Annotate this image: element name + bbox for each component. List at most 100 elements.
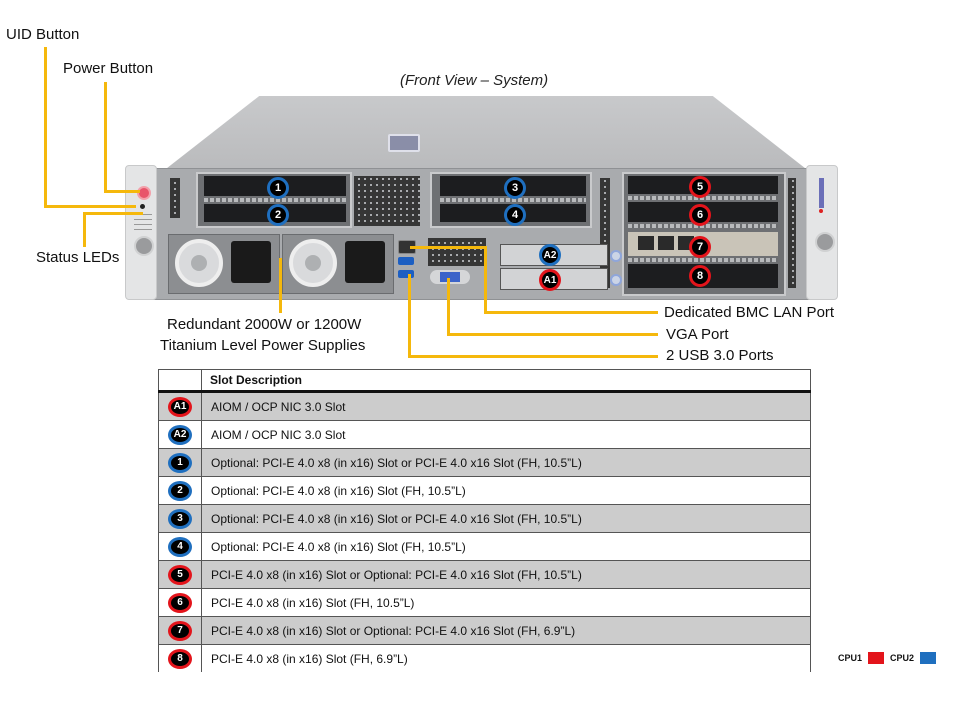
slot-badge-a1: A1 [168, 396, 192, 417]
slot-7-badge: 7 [689, 236, 711, 258]
bmc-callout-line [410, 246, 485, 249]
vent-grille [428, 238, 486, 266]
uid-button-label: UID Button [6, 26, 80, 43]
slot-4-badge: 4 [504, 204, 526, 226]
table-cell-description: AIOM / OCP NIC 3.0 Slot [201, 420, 811, 449]
power-supply-1 [168, 234, 280, 294]
table-cell-description: PCI-E 4.0 x8 (in x16) Slot or Optional: … [201, 560, 811, 589]
power-callout-line [104, 82, 107, 192]
power-callout-line [104, 190, 140, 193]
vga-port-label: VGA Port [666, 326, 729, 343]
table-row: 1 Optional: PCI-E 4.0 x8 (in x16) Slot o… [158, 448, 811, 477]
table-row: 6 PCI-E 4.0 x8 (in x16) Slot (FH, 10.5”L… [158, 588, 811, 617]
table-cell-badge: 4 [158, 532, 202, 561]
rj45-port [638, 236, 654, 250]
status-leds-label: Status LEDs [36, 249, 120, 266]
uid-callout-line [44, 205, 136, 208]
usb-port-1[interactable] [398, 257, 414, 265]
table-cell-description: PCI-E 4.0 x8 (in x16) Slot or Optional: … [201, 616, 811, 645]
psu-label-line2: Titanium Level Power Supplies [160, 337, 366, 354]
slot-description-table: Slot Description A1 AIOM / OCP NIC 3.0 S… [158, 369, 811, 672]
cover-latch [388, 134, 420, 152]
table-header-description: Slot Description [201, 369, 811, 393]
table-row: 7 PCI-E 4.0 x8 (in x16) Slot or Optional… [158, 616, 811, 645]
legend-cpu2-swatch [920, 652, 937, 664]
table-cell-badge: 7 [158, 616, 202, 645]
slot-bar [204, 198, 346, 202]
vent-grille [788, 178, 796, 288]
slot-bar [628, 258, 778, 262]
legend-cpu1-label: CPU1 [838, 653, 863, 663]
slot-6-badge: 6 [689, 204, 711, 226]
legend-cpu1-swatch [868, 652, 885, 664]
lock-icon [815, 232, 835, 252]
slot-badge-a2: A2 [168, 424, 192, 445]
bmc-callout-line [484, 246, 487, 313]
fan-icon [175, 239, 223, 287]
vga-port[interactable] [440, 272, 460, 282]
table-cell-badge: 1 [158, 448, 202, 477]
table-cell-badge: A2 [158, 420, 202, 449]
slot-badge-1: 1 [168, 452, 192, 473]
fan-icon [289, 239, 337, 287]
table-row: A1 AIOM / OCP NIC 3.0 Slot [158, 391, 811, 421]
table-header-icon-col [158, 369, 202, 393]
usb-port-2[interactable] [398, 270, 414, 278]
table-header-row: Slot Description [158, 369, 811, 393]
usb-ports-label: 2 USB 3.0 Ports [666, 347, 774, 364]
slot-bar [628, 196, 778, 200]
lock-icon [134, 236, 154, 256]
screw-icon [610, 250, 622, 262]
table-row: 8 PCI-E 4.0 x8 (in x16) Slot (FH, 6.9”L) [158, 644, 811, 672]
slot-badge-2: 2 [168, 480, 192, 501]
table-row: 3 Optional: PCI-E 4.0 x8 (in x16) Slot o… [158, 504, 811, 533]
power-supply-2 [282, 234, 394, 294]
status-leds-callout-line [83, 212, 86, 247]
rj45-port [658, 236, 674, 250]
table-cell-description: Optional: PCI-E 4.0 x8 (in x16) Slot (FH… [201, 532, 811, 561]
usb-callout-line [408, 274, 411, 357]
uid-button[interactable] [140, 204, 145, 209]
brand-dot [819, 209, 823, 213]
status-leds [134, 214, 152, 230]
table-cell-description: Optional: PCI-E 4.0 x8 (in x16) Slot or … [201, 504, 811, 533]
table-cell-badge: A1 [158, 391, 202, 421]
left-rack-ear [125, 165, 157, 300]
slot-1-badge: 1 [267, 177, 289, 199]
table-cell-description: PCI-E 4.0 x8 (in x16) Slot (FH, 6.9”L) [201, 644, 811, 672]
vent-grille [170, 178, 180, 218]
bmc-lan-label: Dedicated BMC LAN Port [664, 304, 835, 321]
slot-bar [440, 198, 586, 202]
table-row: 2 Optional: PCI-E 4.0 x8 (in x16) Slot (… [158, 476, 811, 505]
table-cell-badge: 2 [158, 476, 202, 505]
status-leds-callout-line [83, 212, 143, 215]
table-row: A2 AIOM / OCP NIC 3.0 Slot [158, 420, 811, 449]
vent-grille [354, 176, 420, 226]
slot-bar [628, 224, 778, 228]
slot-badge-6: 6 [168, 592, 192, 613]
bmc-callout-line [484, 311, 658, 314]
table-cell-description: AIOM / OCP NIC 3.0 Slot [201, 391, 811, 421]
uid-callout-line [44, 47, 47, 207]
table-row: 4 Optional: PCI-E 4.0 x8 (in x16) Slot (… [158, 532, 811, 561]
slot-badge-7: 7 [168, 620, 192, 641]
table-cell-badge: 5 [158, 560, 202, 589]
table-row: 5 PCI-E 4.0 x8 (in x16) Slot or Optional… [158, 560, 811, 589]
slot-badge-3: 3 [168, 508, 192, 529]
vent-grille [600, 178, 610, 288]
table-cell-description: PCI-E 4.0 x8 (in x16) Slot (FH, 10.5”L) [201, 588, 811, 617]
psu-label-line1: Redundant 2000W or 1200W [167, 316, 362, 333]
a2-badge: A2 [539, 244, 561, 266]
power-button[interactable] [137, 186, 151, 200]
psu-callout-line [279, 258, 282, 313]
screw-icon [610, 274, 622, 286]
slot-badge-5: 5 [168, 564, 192, 585]
slot-5-badge: 5 [689, 176, 711, 198]
slot-badge-8: 8 [168, 648, 192, 669]
power-inlet [231, 241, 271, 283]
vga-callout-line [447, 333, 658, 336]
table-cell-badge: 3 [158, 504, 202, 533]
vga-port-housing [430, 270, 470, 284]
chassis-top-cover [162, 96, 810, 172]
right-rack-ear [806, 165, 838, 300]
